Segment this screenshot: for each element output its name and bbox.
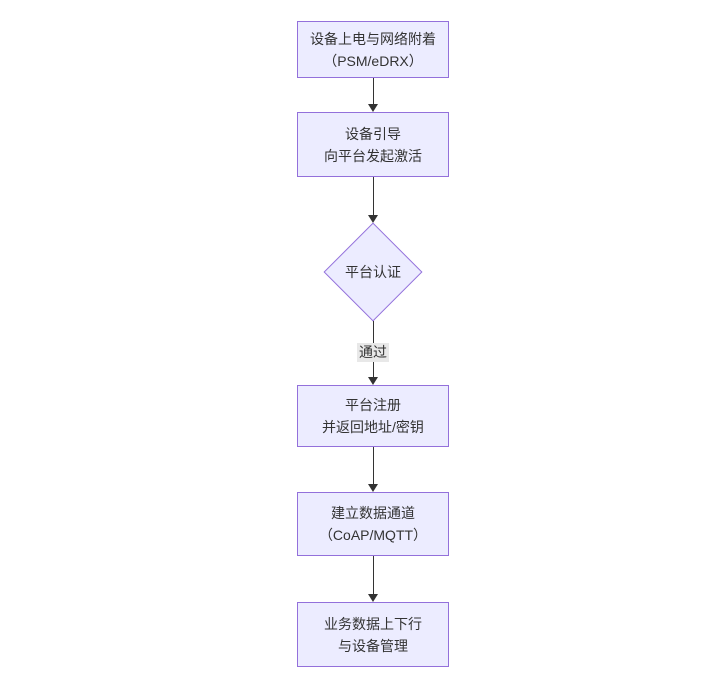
node-text-line: 平台注册 (345, 397, 401, 413)
arrow-line (373, 177, 374, 217)
arrow-line (373, 447, 374, 486)
node-text-line: 设备上电与网络附着 (310, 30, 436, 47)
arrowhead-icon (368, 377, 378, 385)
arrow-line (373, 556, 374, 596)
arrow-down-icon (368, 177, 379, 223)
edge-label-pass: 通过 (357, 343, 389, 362)
arrow-down-icon (368, 447, 379, 492)
node-register: 平台注册 并返回地址/密钥 (297, 385, 449, 447)
node-text-line: 建立数据通道 (331, 505, 415, 521)
node-text-line: 向平台发起激活 (324, 147, 422, 164)
node-text-line: （PSM/eDRX） (323, 52, 423, 69)
arrow-down-icon (368, 78, 379, 112)
arrowhead-icon (368, 484, 378, 492)
node-bootstrap: 设备引导 向平台发起激活 (297, 112, 449, 177)
node-power-attach: 设备上电与网络附着 （PSM/eDRX） (297, 21, 449, 78)
node-text-line: 与设备管理 (338, 637, 408, 654)
arrow-down-icon (368, 556, 379, 602)
node-business: 业务数据上下行 与设备管理 (297, 602, 449, 667)
node-text-line: 并返回地址/密钥 (322, 419, 424, 435)
node-text-line: （CoAP/MQTT） (318, 527, 428, 543)
arrowhead-icon (368, 594, 378, 602)
arrow-line (373, 78, 374, 106)
arrowhead-icon (368, 104, 378, 112)
node-data-channel: 建立数据通道 （CoAP/MQTT） (297, 492, 449, 556)
node-text-line: 设备引导 (345, 125, 401, 142)
node-text-line: 平台认证 (345, 264, 401, 280)
node-text-line: 业务数据上下行 (324, 615, 422, 632)
arrowhead-icon (368, 215, 378, 223)
